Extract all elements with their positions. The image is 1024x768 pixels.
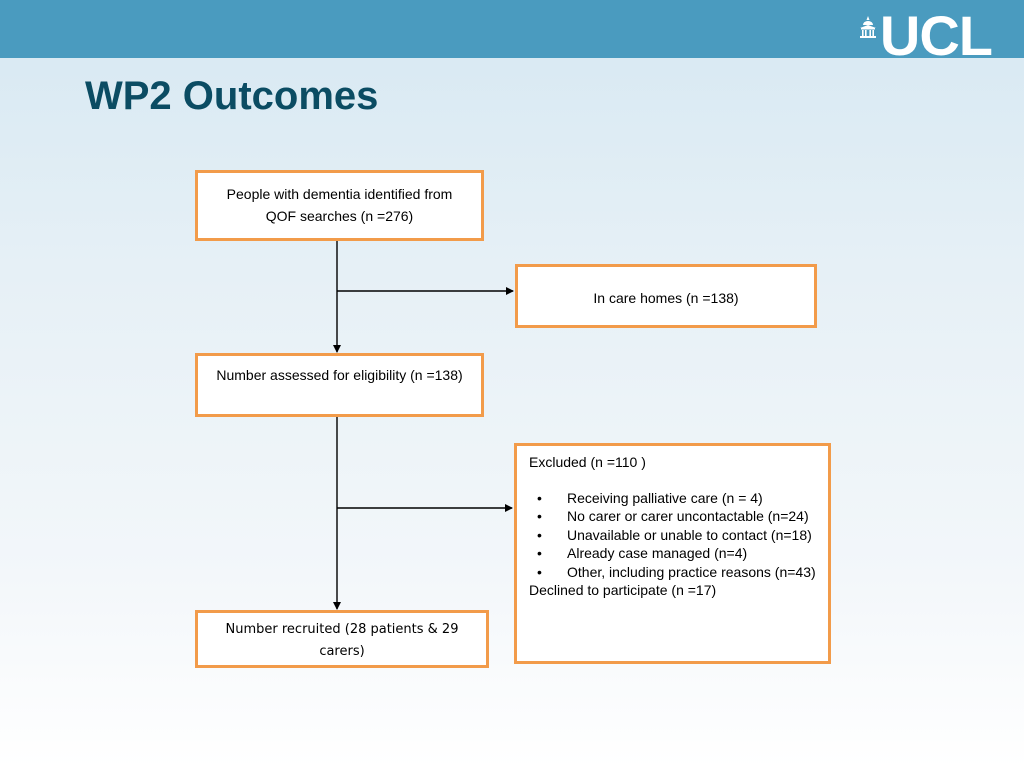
bullet-icon: • (537, 563, 542, 580)
header-bar: UCL (0, 0, 1024, 67)
ucl-logo: UCL (859, 4, 993, 67)
excluded-box: Excluded (n =110 ) • Receiving palliative… (514, 443, 831, 664)
bullet-icon: • (537, 526, 542, 543)
care-homes-box: In care homes (n =138) (515, 264, 817, 328)
recruited-box: Number recruited (28 patients & 29 carer… (195, 610, 489, 668)
list-item: • Already case managed (n=4) (529, 544, 818, 563)
bullet-icon: • (537, 508, 542, 524)
assessed-box: Number assessed for eligibility (n =138) (195, 353, 484, 417)
bullet-icon: • (537, 489, 542, 506)
slide-title: WP2 Outcomes (85, 74, 379, 118)
reason-text: Unavailable or unable to contact (n=18) (567, 526, 812, 543)
identified-box: People with dementia identified from QOF… (195, 170, 484, 241)
excluded-heading: Excluded (n =110 ) (529, 454, 646, 470)
assessed-text: Number assessed for eligibility (n =138) (216, 367, 463, 383)
recruited-text: Number recruited (28 patients & 29 carer… (225, 622, 459, 659)
reason-text: Other, including practice reasons (n=43) (567, 563, 816, 580)
list-item: • No carer or carer uncontactable (n=24) (529, 507, 818, 526)
bullet-icon: • (537, 545, 542, 561)
reason-text: Receiving palliative care (n = 4) (567, 489, 763, 506)
reason-text: No carer or carer uncontactable (n=24) (567, 508, 809, 524)
care-homes-text: In care homes (n =138) (593, 290, 739, 306)
reason-text: Already case managed (n=4) (567, 545, 748, 561)
identified-text: People with dementia identified from QOF… (226, 186, 453, 224)
list-item: • Receiving palliative care (n = 4) (529, 489, 818, 508)
exclusion-reasons-list: • Receiving palliative care (n = 4) • No c… (529, 489, 818, 582)
declined-text: Declined to participate (n =17) (529, 582, 717, 598)
list-item: • Other, including practice reasons (n=43… (529, 563, 818, 582)
logo-text: UCL (879, 4, 993, 67)
list-item: • Unavailable or unable to contact (n=18) (529, 526, 818, 545)
portico-icon (859, 16, 876, 38)
